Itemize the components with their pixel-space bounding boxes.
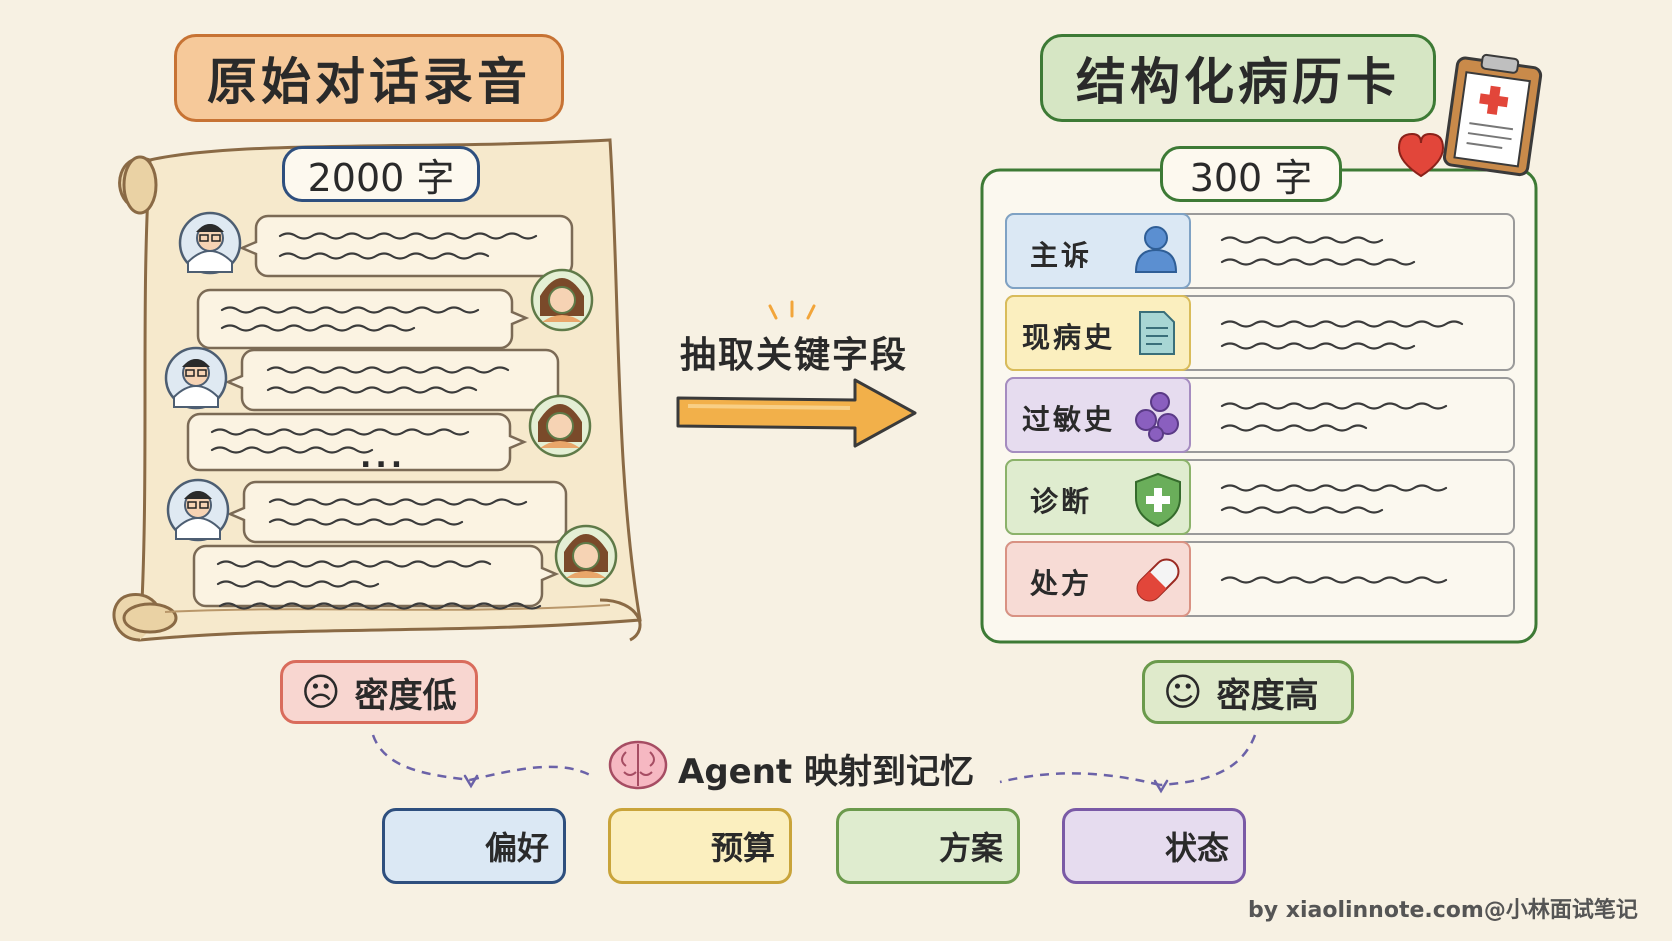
- field-label-diagnosis: 诊断: [1030, 485, 1093, 518]
- memory-preference: 偏好: [382, 808, 566, 884]
- field-text-squiggles: [1220, 236, 1464, 584]
- shield-plus-icon: [1135, 472, 1181, 528]
- scroll-ellipsis: ...: [360, 440, 407, 475]
- brain-icon: [608, 740, 668, 790]
- memory-plan: 方案: [836, 808, 1020, 884]
- chat-bubble-doctor-2: [224, 348, 560, 412]
- high-density-label: 密度高: [1216, 675, 1319, 716]
- arrow-label: 抽取关键字段: [680, 335, 909, 376]
- field-label-prescription: 处方: [1030, 567, 1093, 600]
- doctor-avatar-icon: [166, 478, 230, 542]
- chat-bubble-patient-2: [186, 412, 528, 472]
- sparkle-icon: [768, 300, 816, 320]
- pill-icon: [1136, 558, 1180, 602]
- chat-text-squiggles: [210, 232, 542, 610]
- agent-label: Agent 映射到记忆: [678, 752, 975, 792]
- memory-budget: 预算: [608, 808, 792, 884]
- low-density-label: 密度低: [354, 675, 457, 716]
- heart-icon: [1397, 132, 1445, 178]
- memory-plan-label: 方案: [939, 829, 1004, 867]
- field-label-chief-complaint: 主诉: [1030, 239, 1093, 272]
- chat-bubble-patient-3: [192, 544, 560, 608]
- low-density-badge: ☹ 密度低: [280, 660, 478, 724]
- high-density-badge: ☺ 密度高: [1142, 660, 1354, 724]
- left-title: 原始对话录音: [174, 34, 564, 122]
- footer-credit: by xiaolinnote.com@小林面试笔记: [1248, 898, 1638, 923]
- doctor-avatar-icon: [164, 346, 228, 410]
- agent-connector-lines: [371, 734, 1257, 787]
- chat-bubble-doctor-3: [226, 480, 568, 544]
- memory-budget-label: 预算: [711, 829, 776, 867]
- left-count-label: 2000 字: [282, 146, 480, 202]
- extract-arrow: [676, 378, 917, 448]
- chat-bubble-doctor-1: [238, 214, 574, 278]
- right-title: 结构化病历卡: [1040, 34, 1436, 122]
- right-count-label: 300 字: [1160, 146, 1342, 202]
- memory-status-label: 状态: [1165, 829, 1230, 867]
- document-icon: [1139, 311, 1175, 355]
- field-label-allergy: 过敏史: [1022, 403, 1116, 436]
- allergen-icon: [1135, 392, 1179, 442]
- field-label-present-illness: 现病史: [1022, 321, 1116, 354]
- chat-bubble-patient-1: [196, 288, 530, 350]
- patient-avatar-icon: [528, 394, 592, 458]
- clipboard-icon: [1442, 53, 1543, 177]
- memory-status: 状态: [1062, 808, 1246, 884]
- person-icon: [1134, 226, 1178, 273]
- patient-avatar-icon: [554, 524, 618, 588]
- patient-avatar-icon: [530, 268, 594, 332]
- memory-preference-label: 偏好: [485, 829, 550, 867]
- doctor-avatar-icon: [178, 211, 242, 275]
- smile-face-icon: ☺: [1163, 670, 1203, 714]
- sad-face-icon: ☹: [301, 670, 341, 714]
